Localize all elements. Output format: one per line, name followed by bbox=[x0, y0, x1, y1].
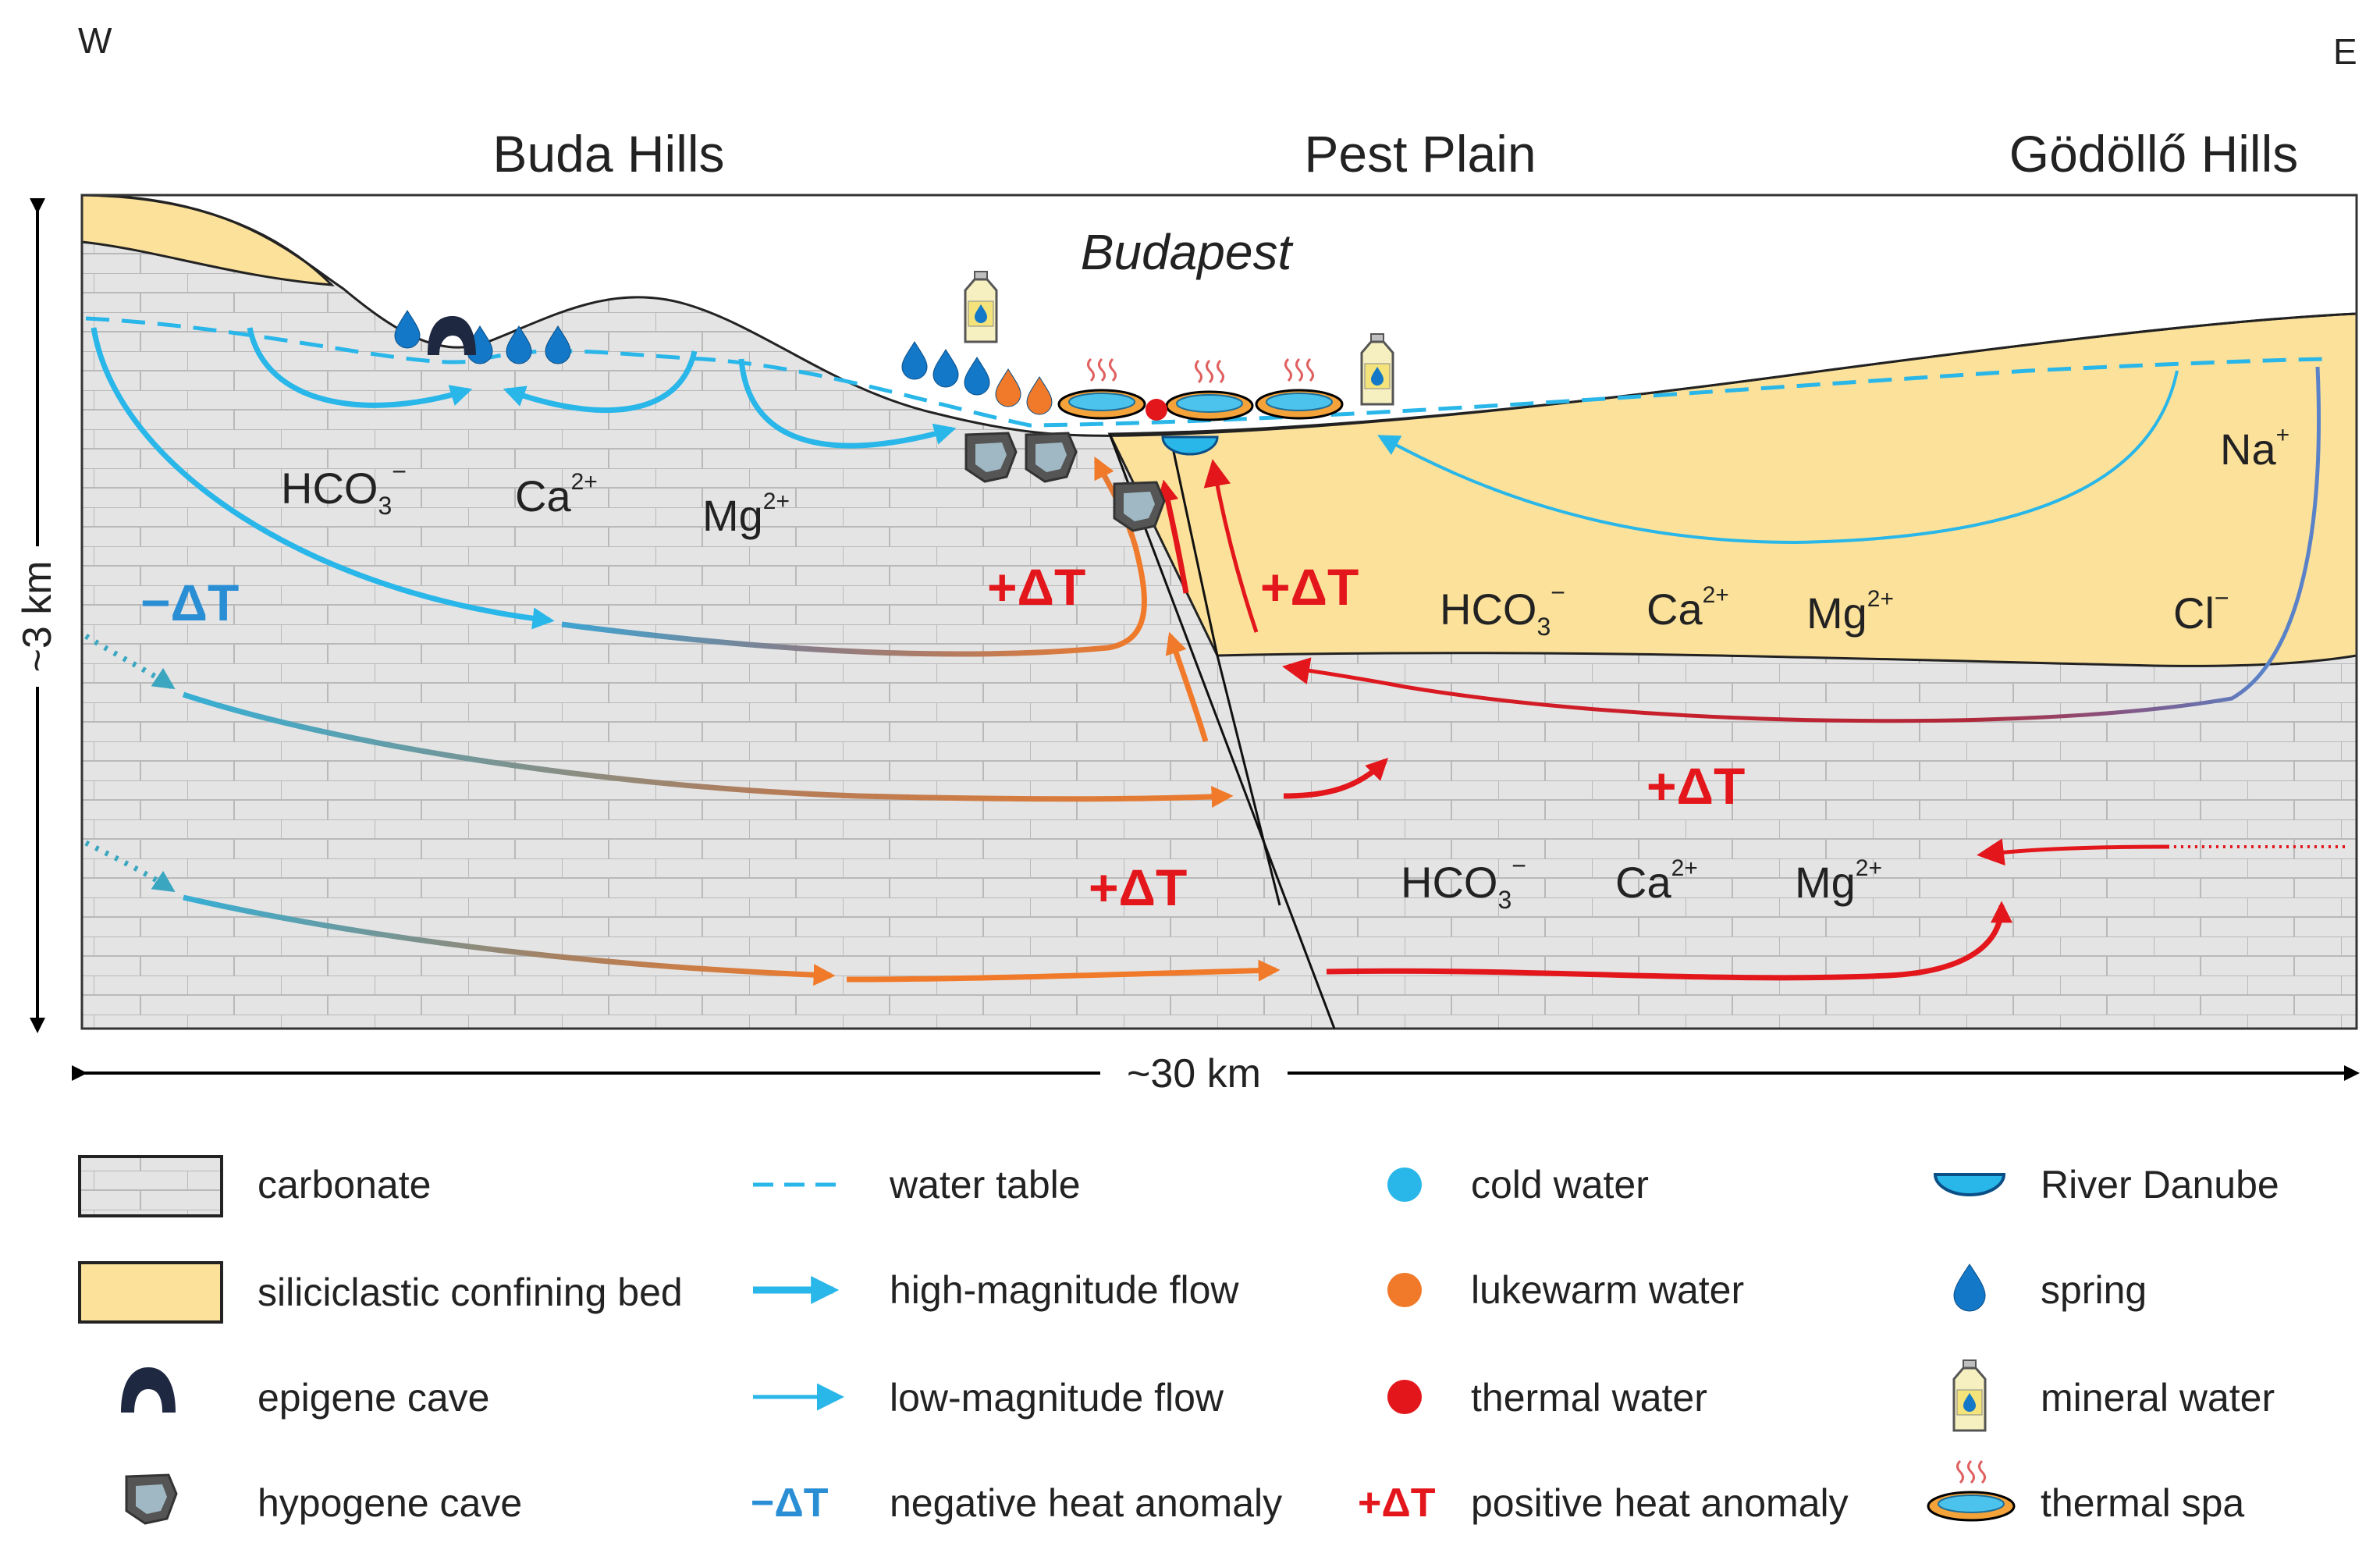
ion-ca-buda: Ca2+ bbox=[515, 469, 598, 521]
legend-carbonate-swatch bbox=[78, 1155, 223, 1217]
section-frame bbox=[80, 194, 2358, 1030]
legend-low-flow-label: low-magnitude flow bbox=[890, 1376, 1224, 1420]
legend-thermal-water-icon bbox=[1387, 1380, 1422, 1414]
lukewarm-flow-deep bbox=[846, 959, 1281, 983]
positive-heat-anomaly-label-1: +ΔT bbox=[987, 558, 1085, 616]
legend-thermal-water-label: thermal water bbox=[1471, 1376, 1707, 1420]
legend-spring-icon bbox=[1953, 1263, 1986, 1312]
thermal-spa-icon-3 bbox=[1255, 357, 1344, 420]
ion-hco3-pest: HCO3− bbox=[1440, 578, 1565, 641]
hypogene-cave-icon-1 bbox=[964, 432, 1018, 483]
ion-hco3-buda: HCO3− bbox=[281, 457, 407, 520]
mixed-flow-3 bbox=[183, 894, 836, 986]
legend-cold-water-icon bbox=[1387, 1167, 1422, 1202]
legend-epigene-cave-icon bbox=[121, 1367, 176, 1413]
region-buda-hills: Buda Hills bbox=[492, 125, 724, 183]
negative-heat-anomaly-label: −ΔT bbox=[140, 574, 239, 631]
fault-line-2 bbox=[1169, 436, 1281, 906]
legend-neg-anomaly-symbol: −ΔT bbox=[751, 1480, 829, 1526]
region-godollo-hills: Gödöllő Hills bbox=[2009, 125, 2298, 183]
thermal-spa-icon-1 bbox=[1057, 357, 1146, 420]
legend-pos-anomaly-label: positive heat anomaly bbox=[1471, 1481, 1849, 1525]
legend-epigene-cave-label: epigene cave bbox=[258, 1376, 489, 1420]
legend-spring-label: spring bbox=[2041, 1268, 2147, 1312]
legend-river-danube-label: River Danube bbox=[2041, 1163, 2279, 1207]
ion-na-godollo: Na+ bbox=[2220, 422, 2289, 474]
ion-ca-deep: Ca2+ bbox=[1615, 855, 1698, 907]
cold-flow-dotted-2 bbox=[84, 840, 176, 893]
cold-flow-dotted-1 bbox=[84, 634, 176, 690]
ion-mg-buda: Mg2+ bbox=[702, 489, 790, 540]
thermal-flow-inbound-east bbox=[1977, 838, 2170, 866]
thermal-flow-fault-1 bbox=[1156, 479, 1189, 594]
legend-mineral-water-icon bbox=[1952, 1359, 1987, 1432]
ion-hco3-deep: HCO3− bbox=[1401, 851, 1526, 914]
legend-thermal-spa-label: thermal spa bbox=[2041, 1481, 2244, 1525]
city-budapest: Budapest bbox=[1081, 224, 1294, 280]
thermal-flow-kick bbox=[1283, 758, 1388, 799]
legend-siliciclastic-label: siliciclastic confining bed bbox=[258, 1271, 683, 1314]
legend-pos-anomaly-symbol: +ΔT bbox=[1358, 1480, 1436, 1526]
west-label: W bbox=[78, 20, 112, 61]
ion-mg-deep: Mg2+ bbox=[1795, 855, 1882, 907]
ion-ca-pest: Ca2+ bbox=[1646, 582, 1729, 634]
cold-flow-regional-1 bbox=[91, 327, 555, 630]
low-flow-east-shallow bbox=[1377, 370, 2179, 545]
cold-flow-local-2 bbox=[503, 350, 698, 414]
spring-icons-pest bbox=[901, 341, 1053, 415]
legend-high-flow-label: high-magnitude flow bbox=[890, 1268, 1239, 1312]
ground-surface bbox=[81, 194, 2357, 437]
ion-mg-pest: Mg2+ bbox=[1806, 586, 1894, 638]
lukewarm-flow-fault bbox=[1165, 631, 1209, 743]
mineral-water-bottle-icon-2 bbox=[1360, 332, 1394, 406]
cold-flow-local-1 bbox=[247, 327, 473, 408]
positive-heat-anomaly-label-4: +ΔT bbox=[1089, 858, 1187, 916]
legend-hypogene-cave-label: hypogene cave bbox=[258, 1481, 522, 1525]
legend-cold-water-label: cold water bbox=[1471, 1163, 1649, 1207]
cold-flow-local-3 bbox=[738, 358, 957, 449]
legend-hypogene-cave-icon bbox=[125, 1473, 178, 1525]
thermal-water-dot-icon bbox=[1146, 399, 1167, 421]
legend-lukewarm-water-icon bbox=[1387, 1273, 1422, 1307]
positive-heat-anomaly-label-3: +ΔT bbox=[1646, 757, 1745, 815]
legend-neg-anomaly-label: negative heat anomaly bbox=[890, 1481, 1282, 1525]
mixed-flow-2 bbox=[182, 691, 1234, 808]
thermal-spa-icon-2 bbox=[1165, 359, 1254, 421]
positive-heat-anomaly-label-2: +ΔT bbox=[1260, 558, 1359, 616]
epigene-cave-icon bbox=[428, 316, 476, 355]
ion-cl-godollo: Cl− bbox=[2173, 584, 2229, 638]
fault-line-1 bbox=[1108, 433, 1336, 1029]
depth-scale-label: ~3 km bbox=[15, 560, 60, 672]
east-label: E bbox=[2333, 31, 2357, 72]
legend-siliciclastic-swatch bbox=[78, 1261, 223, 1324]
water-table bbox=[85, 316, 2334, 428]
hypogene-cave-icon-2 bbox=[1025, 432, 1078, 483]
thermal-flow-fault-2 bbox=[1203, 459, 1259, 633]
river-danube-icon bbox=[1161, 435, 1219, 456]
hypogene-cave-icon-3 bbox=[1113, 481, 1166, 532]
legend-lukewarm-water-label: lukewarm water bbox=[1471, 1268, 1744, 1312]
legend-thermal-spa-icon bbox=[1927, 1459, 2016, 1522]
width-scale-label: ~30 km bbox=[1127, 1051, 1261, 1096]
region-pest-plain: Pest Plain bbox=[1304, 125, 1536, 183]
legend-water-table-label: water table bbox=[889, 1163, 1081, 1207]
legend-river-danube-icon bbox=[1933, 1173, 2006, 1196]
thermal-flow-deep bbox=[1326, 901, 2012, 981]
legend-carbonate-label: carbonate bbox=[258, 1163, 431, 1207]
legend-mineral-water-label: mineral water bbox=[2041, 1376, 2275, 1420]
mineral-water-bottle-icon-1 bbox=[964, 270, 998, 343]
low-flow-east-deep bbox=[1282, 366, 2321, 723]
